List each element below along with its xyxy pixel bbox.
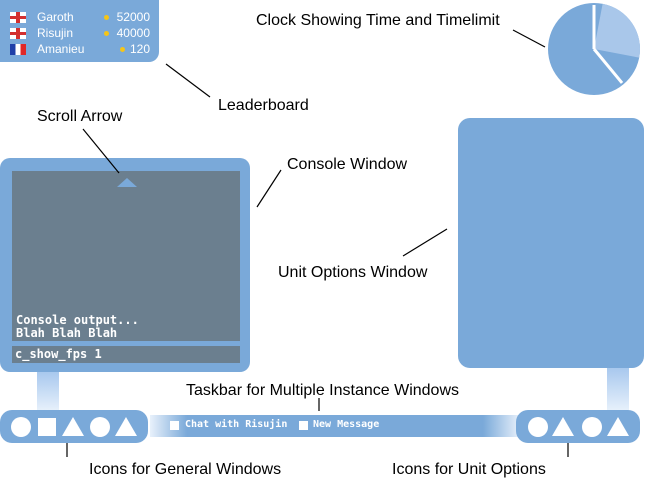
scroll-arrow-label: Scroll Arrow [37, 108, 123, 125]
taskbar-item-label: New Message [313, 419, 380, 430]
france-flag-icon [10, 44, 26, 55]
callout-line [82, 128, 120, 174]
instance-taskbar: Chat with Risujin New Message [150, 415, 520, 437]
console-output: Console output... Blah Blah Blah [12, 171, 240, 341]
coin-icon [104, 31, 109, 36]
callout-line [256, 169, 282, 208]
player-score: 40000 [116, 26, 150, 40]
circle-icon[interactable] [528, 417, 548, 437]
leaderboard-row: Amanieu 120 [0, 41, 159, 57]
clock-hand [592, 48, 624, 84]
console-line: Blah Blah Blah [16, 326, 118, 340]
taskbar-item-label: Chat with Risujin [185, 419, 288, 430]
scroll-arrow-icon[interactable] [117, 178, 137, 187]
player-score: 52000 [116, 10, 150, 24]
clock-widget [548, 3, 640, 95]
callout-line [402, 228, 448, 257]
unit-options-window-label: Unit Options Window [278, 264, 428, 281]
window-checkbox[interactable] [299, 421, 308, 430]
triangle-icon[interactable] [552, 417, 574, 436]
square-icon[interactable] [38, 418, 56, 436]
triangle-icon[interactable] [62, 417, 84, 436]
console-window-label: Console Window [287, 156, 408, 173]
taskbar-item-chat[interactable]: Chat with Risujin [170, 415, 296, 437]
leaderboard-row: Risujin 40000 [0, 25, 159, 41]
taskbar-item-new-message[interactable]: New Message [299, 415, 389, 437]
leaderboard-panel: Garoth 52000 Risujin 40000 Amanieu 120 [0, 0, 159, 62]
unit-options-connector [607, 368, 629, 410]
england-flag-icon [10, 28, 26, 39]
unit-options-window[interactable] [458, 118, 644, 368]
circle-icon[interactable] [11, 417, 31, 437]
timelimit-wedge [594, 3, 640, 58]
leaderboard-row: Garoth 52000 [0, 9, 159, 25]
unit-options-bar [516, 410, 640, 443]
console-input-value: c_show_fps 1 [15, 347, 102, 361]
england-flag-icon [10, 12, 26, 23]
console-connector [37, 372, 59, 410]
player-name: Garoth [37, 10, 74, 24]
callout-line [165, 63, 211, 98]
window-checkbox[interactable] [170, 421, 179, 430]
player-name: Amanieu [37, 42, 85, 56]
coin-icon [104, 15, 109, 20]
triangle-icon[interactable] [607, 417, 629, 436]
triangle-icon[interactable] [115, 417, 137, 436]
circle-icon[interactable] [582, 417, 602, 437]
player-score: 120 [129, 42, 150, 56]
console-line: Console output... [16, 313, 139, 327]
leaderboard-label: Leaderboard [218, 97, 309, 114]
coin-icon [120, 47, 125, 52]
unit-icons-label: Icons for Unit Options [392, 461, 546, 478]
player-name: Risujin [37, 26, 74, 40]
console-input[interactable]: c_show_fps 1 [12, 346, 240, 363]
general-windows-bar [0, 410, 148, 443]
general-icons-label: Icons for General Windows [89, 461, 282, 478]
circle-icon[interactable] [90, 417, 110, 437]
taskbar-label: Taskbar for Multiple Instance Windows [186, 382, 459, 399]
clock-label: Clock Showing Time and Timelimit [256, 12, 500, 29]
callout-line [512, 29, 546, 48]
